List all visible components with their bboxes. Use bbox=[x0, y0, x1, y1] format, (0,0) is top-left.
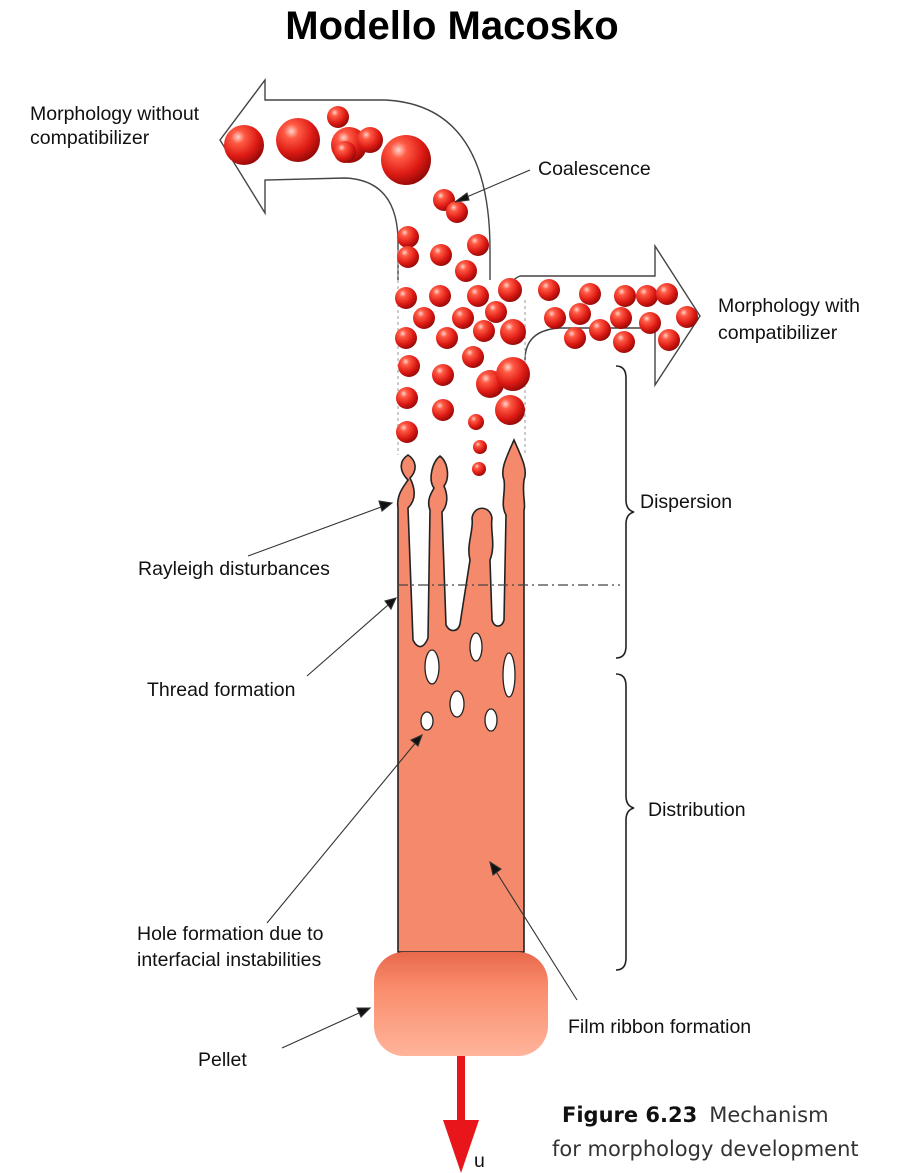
droplet bbox=[472, 462, 486, 476]
droplet bbox=[334, 141, 356, 163]
droplet bbox=[432, 364, 454, 386]
label-thread: Thread formation bbox=[147, 679, 296, 701]
droplet bbox=[496, 357, 530, 391]
figure-caption-title: Mechanism bbox=[709, 1103, 828, 1127]
droplet bbox=[381, 135, 431, 185]
droplet bbox=[485, 301, 507, 323]
hole bbox=[450, 691, 464, 717]
droplet bbox=[569, 303, 591, 325]
label-pellet: Pellet bbox=[198, 1049, 247, 1071]
droplet bbox=[467, 285, 489, 307]
hole bbox=[485, 709, 497, 731]
droplet bbox=[395, 287, 417, 309]
droplet bbox=[224, 125, 264, 165]
arrow-with-compatibilizer bbox=[510, 246, 700, 385]
droplet bbox=[357, 127, 383, 153]
droplet bbox=[455, 260, 477, 282]
distribution-brace bbox=[616, 674, 634, 970]
droplet bbox=[639, 312, 661, 334]
droplet bbox=[327, 106, 349, 128]
droplet bbox=[276, 118, 320, 162]
droplet bbox=[676, 306, 698, 328]
label-rayleigh: Rayleigh disturbances bbox=[138, 558, 330, 580]
droplet bbox=[429, 285, 451, 307]
droplet bbox=[636, 285, 658, 307]
label-with-line1: Morphology with bbox=[718, 295, 860, 317]
droplet bbox=[538, 279, 560, 301]
figure-caption-line1: Figure 6.23 Mechanism bbox=[562, 1103, 829, 1127]
droplet bbox=[500, 319, 526, 345]
label-distribution: Distribution bbox=[648, 799, 746, 821]
droplet bbox=[396, 387, 418, 409]
pellet bbox=[374, 952, 548, 1056]
droplet bbox=[467, 234, 489, 256]
label-hole-line2: interfacial instabilities bbox=[137, 949, 322, 971]
droplet bbox=[446, 201, 468, 223]
droplet bbox=[430, 244, 452, 266]
droplet bbox=[462, 346, 484, 368]
hole bbox=[425, 650, 439, 684]
droplet bbox=[397, 226, 419, 248]
droplet bbox=[610, 307, 632, 329]
droplet bbox=[498, 278, 522, 302]
label-hole-line1: Hole formation due to bbox=[137, 923, 324, 945]
droplet bbox=[544, 307, 566, 329]
droplet bbox=[395, 327, 417, 349]
droplet bbox=[432, 399, 454, 421]
label-coalescence: Coalescence bbox=[538, 158, 651, 180]
hole bbox=[470, 633, 482, 661]
droplet bbox=[579, 283, 601, 305]
label-without-line1: Morphology without bbox=[30, 103, 200, 125]
droplet bbox=[564, 327, 586, 349]
droplet bbox=[398, 355, 420, 377]
droplet bbox=[436, 327, 458, 349]
droplet bbox=[656, 283, 678, 305]
droplet bbox=[589, 319, 611, 341]
figure-caption-line2: for morphology development bbox=[552, 1137, 859, 1161]
droplet bbox=[396, 421, 418, 443]
droplet bbox=[397, 246, 419, 268]
droplet bbox=[452, 307, 474, 329]
label-without-line2: compatibilizer bbox=[30, 127, 150, 149]
droplet bbox=[658, 329, 680, 351]
label-dispersion: Dispersion bbox=[640, 491, 732, 513]
label-with-line2: compatibilizer bbox=[718, 322, 838, 344]
hole bbox=[503, 653, 515, 697]
figure-number: Figure 6.23 bbox=[562, 1103, 697, 1127]
droplet bbox=[468, 414, 484, 430]
hole bbox=[421, 712, 433, 730]
droplet bbox=[495, 395, 525, 425]
droplet bbox=[613, 331, 635, 353]
droplet bbox=[614, 285, 636, 307]
droplet bbox=[473, 440, 487, 454]
label-film: Film ribbon formation bbox=[568, 1016, 751, 1038]
droplet bbox=[413, 307, 435, 329]
dispersion-brace bbox=[616, 366, 634, 658]
label-u: u bbox=[474, 1150, 485, 1172]
droplet bbox=[473, 320, 495, 342]
